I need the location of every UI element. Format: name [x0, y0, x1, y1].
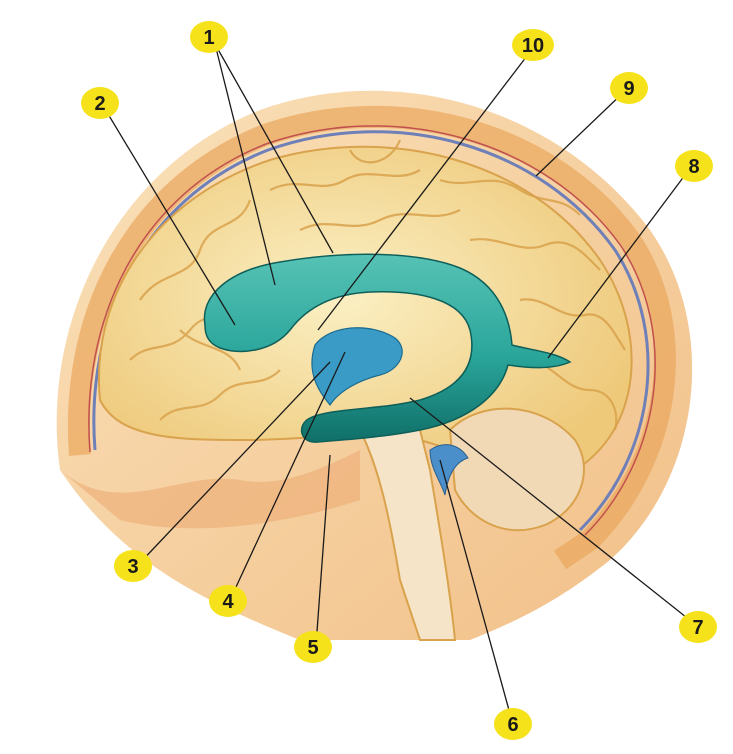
markers: 1 2 3 4 5 6 7 8: [81, 21, 717, 740]
svg-text:3: 3: [127, 556, 138, 578]
cerebellum: [448, 407, 585, 531]
marker-2: 2: [81, 87, 119, 119]
brain-hemisphere: [98, 145, 633, 480]
leader-2: [101, 103, 236, 326]
fourth-ventricle: [429, 444, 469, 496]
skull-bone: [68, 105, 676, 570]
marker-9: 9: [610, 72, 648, 104]
leader-1a: [214, 43, 276, 286]
svg-text:7: 7: [692, 617, 703, 639]
dura-line-red: [88, 125, 656, 536]
brainstem: [358, 429, 457, 641]
svg-text:10: 10: [522, 35, 544, 57]
svg-text:4: 4: [222, 591, 234, 613]
third-ventricle: [311, 327, 403, 407]
svg-text:6: 6: [507, 714, 518, 736]
leader-10: [317, 47, 534, 331]
leader-9: [535, 88, 628, 177]
svg-text:5: 5: [307, 637, 318, 659]
gyri: [129, 139, 626, 431]
leader-7: [409, 397, 697, 626]
lateral-ventricle: [203, 253, 572, 443]
marker-10: 10: [512, 29, 554, 61]
marker-1: 1: [190, 21, 228, 53]
marker-6: 6: [494, 708, 532, 740]
marker-7: 7: [679, 611, 717, 643]
marker-8: 8: [675, 150, 713, 182]
leader-6: [439, 459, 513, 722]
marker-3: 3: [114, 550, 152, 582]
marker-4: 4: [209, 585, 247, 617]
leader-1b: [214, 43, 334, 254]
leader-5: [315, 454, 331, 646]
leader-3: [136, 361, 331, 567]
leader-4: [229, 351, 346, 601]
svg-text:1: 1: [203, 27, 214, 49]
svg-text:2: 2: [94, 93, 105, 115]
svg-text:9: 9: [623, 78, 634, 100]
leader-lines: [101, 43, 697, 722]
marker-5: 5: [294, 631, 332, 663]
leader-8: [547, 166, 692, 359]
svg-text:8: 8: [688, 156, 699, 178]
